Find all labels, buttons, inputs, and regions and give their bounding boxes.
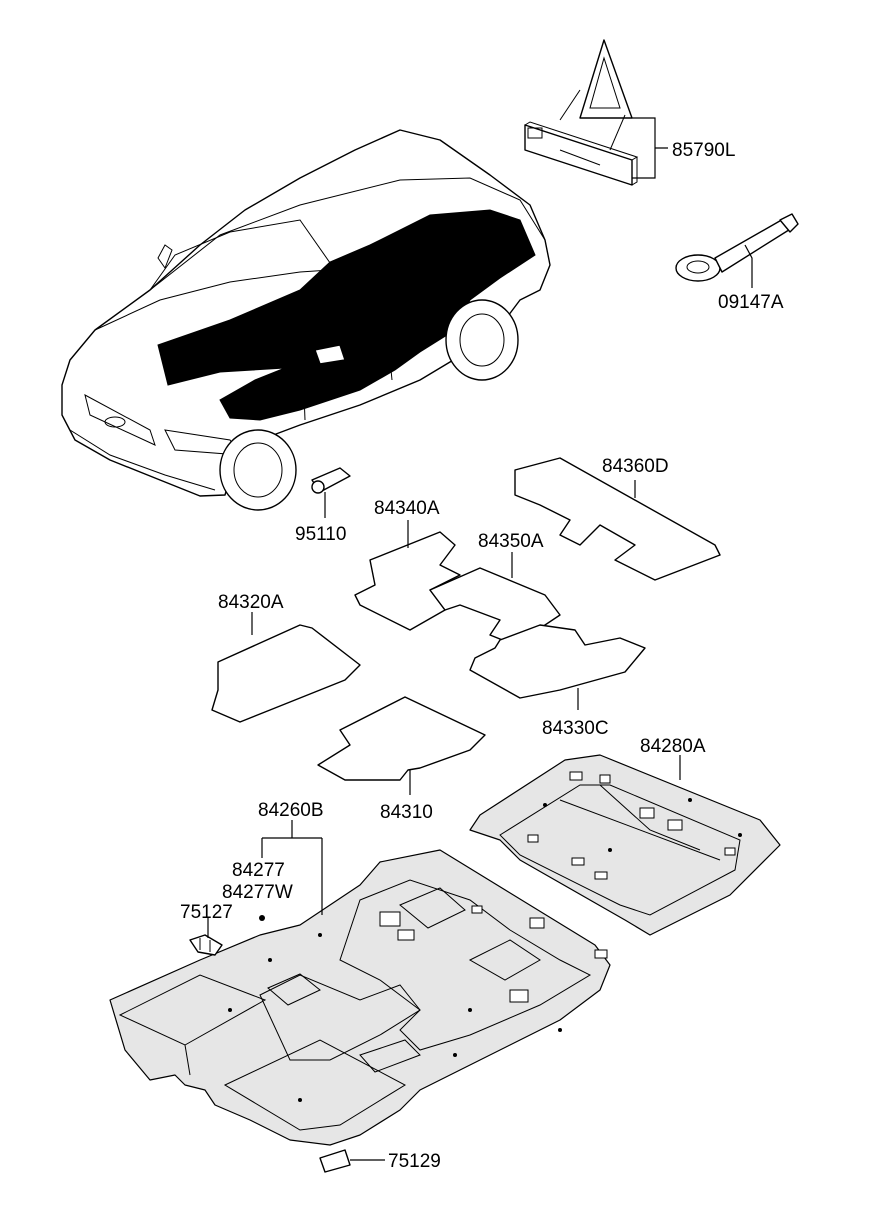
label-85790L: 85790L <box>672 140 735 161</box>
label-84277: 84277 <box>232 860 285 881</box>
mat-84320A <box>211 624 361 723</box>
warning-triangle-kit <box>524 39 639 186</box>
label-84340A: 84340A <box>374 498 440 519</box>
mat-84310 <box>317 696 486 781</box>
label-84260B: 84260B <box>258 800 324 821</box>
vehicle-illustration <box>61 129 551 511</box>
label-84350A: 84350A <box>478 531 544 552</box>
clip-84277 <box>259 915 265 921</box>
mat-84330C <box>469 624 646 699</box>
label-75127: 75127 <box>180 902 233 923</box>
main-floor-carpet-84260B <box>109 849 611 1146</box>
label-95110: 95110 <box>295 524 346 545</box>
label-84330C: 84330C <box>542 718 609 739</box>
label-84320A: 84320A <box>218 592 284 613</box>
towing-hook <box>675 213 799 282</box>
pad-75129 <box>319 1149 351 1173</box>
sensor-part <box>311 467 351 494</box>
leader-85790L <box>632 117 668 179</box>
fastener-75127 <box>189 934 223 956</box>
label-09147A: 09147A <box>718 292 784 313</box>
leader-84260B <box>261 820 323 915</box>
label-84277W: 84277W <box>222 882 293 903</box>
leader-09147A <box>744 244 753 288</box>
label-84280A: 84280A <box>640 736 706 757</box>
mat-84360D <box>514 457 721 581</box>
rear-carpet-84280A <box>469 754 781 936</box>
label-84310: 84310 <box>380 802 433 823</box>
label-75129: 75129 <box>388 1151 441 1172</box>
label-84360D: 84360D <box>602 456 669 477</box>
